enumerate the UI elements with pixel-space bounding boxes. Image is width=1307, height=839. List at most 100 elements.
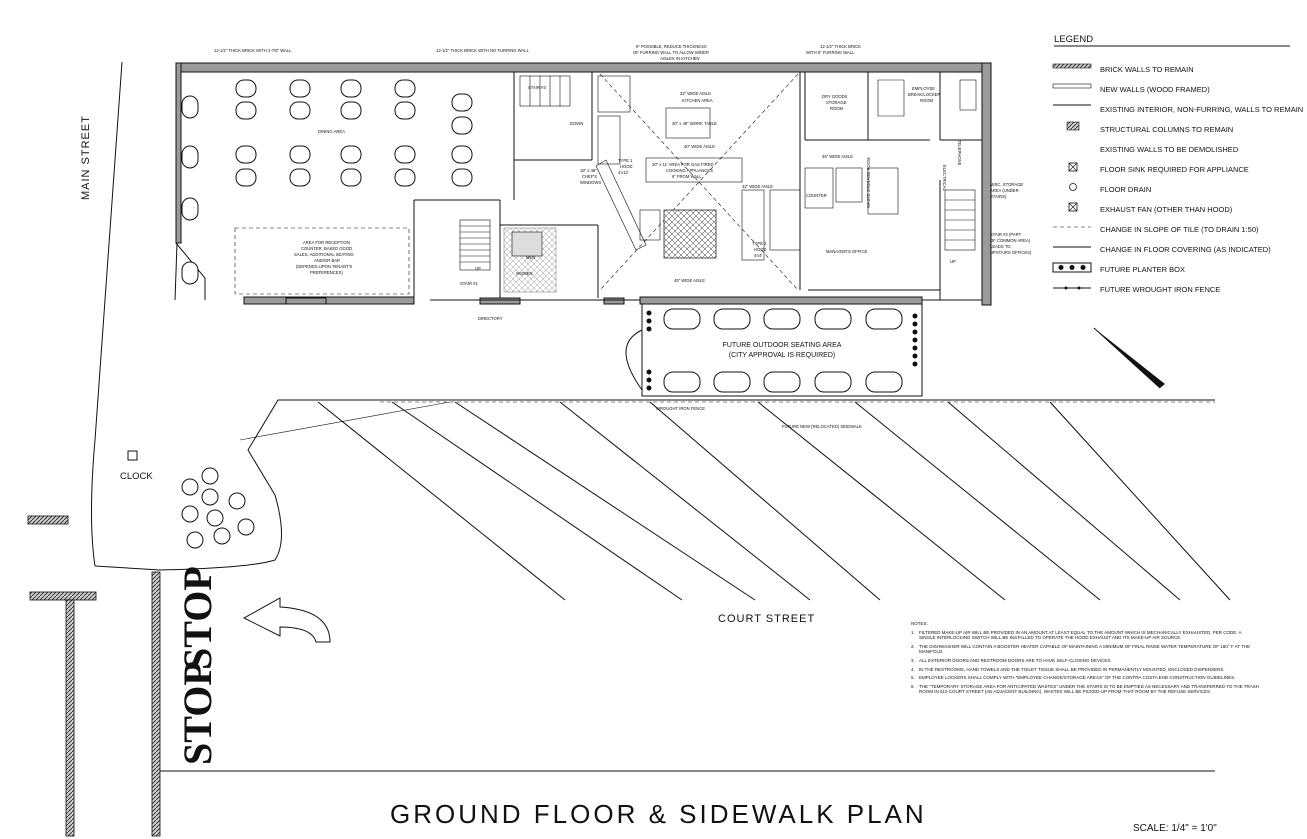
employee-label-2: BREAK/LOCKER bbox=[908, 92, 941, 97]
misc-storage-label-2: AREA (UNDER bbox=[990, 188, 1019, 193]
outdoor-seating bbox=[625, 303, 923, 397]
note-line: IN THE RESTROOMS, HAND TOWELS AND THE TO… bbox=[919, 666, 1225, 672]
legend-symbols bbox=[1052, 45, 1290, 290]
note-line: ROOM IN 610 COURT STREET (AN ADJACENT BU… bbox=[919, 689, 1212, 695]
up-label-1: UP bbox=[475, 266, 481, 271]
note-text: THE DISHWASHER WILL CONTAIN A BOOSTER HE… bbox=[919, 644, 1250, 655]
note-number: 3. bbox=[911, 657, 915, 663]
waste-storage-label: WASTE STORAGE ROOM bbox=[866, 157, 871, 208]
road-marking-stop-1: STOP bbox=[175, 566, 220, 670]
gas-area-label-2: COOKING APPLIANCES bbox=[666, 168, 713, 173]
note-number: 1. bbox=[911, 629, 915, 635]
reception-label-4: AND/OR BAR bbox=[314, 258, 340, 263]
wall-callout-c1: IF POSSIBLE, REDUCE THICKNESS bbox=[636, 44, 707, 49]
note-item: 4. IN THE RESTROOMS, HAND TOWELS AND THE … bbox=[911, 667, 1256, 673]
building bbox=[175, 62, 992, 306]
windows-label-3: WINDOWS bbox=[580, 180, 601, 185]
kitchen-area-label: KITCHEN AREA bbox=[682, 98, 713, 103]
planter-boxes bbox=[646, 310, 918, 391]
dining-area-label: DINING AREA bbox=[318, 129, 345, 134]
stair-1 bbox=[459, 219, 491, 271]
notes-heading: NOTES: bbox=[911, 621, 928, 626]
wall-callout-d1: 12-1/2" THICK BRICK bbox=[820, 44, 861, 49]
legend-title: LEGEND bbox=[1054, 34, 1094, 45]
misc-storage-label-1: MISC. STORAGE bbox=[990, 182, 1023, 187]
hood-1-label-a: TYPE 1 bbox=[618, 158, 633, 163]
outdoor-seating-label-1: FUTURE OUTDOOR SEATING AREA bbox=[723, 342, 842, 349]
note-line: FILTERED MAKE-UP AIR WILL BE PROVIDED IN… bbox=[919, 629, 1242, 635]
note-line: ALL EXTERIOR DOORS AND RESTROOM DOORS AR… bbox=[919, 657, 1112, 663]
dry-goods-label-1: DRY GOODS bbox=[822, 94, 848, 99]
dry-goods-label-3: ROOM bbox=[830, 106, 844, 111]
note-item: 1. FILTERED MAKE-UP AIR WILL BE PROVIDED … bbox=[911, 630, 1256, 641]
dry-goods-label-2: STORAGE bbox=[826, 100, 847, 105]
wrought-iron-callout: WROUGHT IRON FENCE bbox=[656, 406, 705, 411]
legend-item: FUTURE WROUGHT IRON FENCE bbox=[1100, 285, 1221, 294]
men-label: MEN bbox=[526, 255, 535, 260]
misc-storage-label-3: STAIRS) bbox=[990, 194, 1007, 199]
legend-item: EXISTING INTERIOR, NON-FURRING, WALLS TO… bbox=[1100, 105, 1304, 114]
note-line: THE "TEMPORARY STORAGE AREA FOR ANTICIPA… bbox=[919, 683, 1260, 689]
stair-3-label: STAIR #3 bbox=[528, 85, 547, 90]
new-sidewalk-callout: FUTURE NEW (RELOCATED) SIDEWALK bbox=[782, 424, 862, 429]
wall-callout-a: 12-1/2" THICK BRICK WITH 2-7/8" WALL bbox=[214, 48, 292, 53]
reception-label-1: AREA FOR RECEPTION bbox=[303, 240, 350, 245]
aisle-45-label-a: 45" WIDE AISLE bbox=[674, 278, 705, 283]
aisle-42-label: 42" WIDE AISLE bbox=[742, 184, 773, 189]
gas-area-label-1: 30" x 11' AREA FOR GAS FIRED bbox=[652, 162, 714, 167]
down-label: DOWN bbox=[570, 121, 583, 126]
legend-item: STRUCTURAL COLUMNS TO REMAIN bbox=[1100, 125, 1234, 134]
note-text: IN THE RESTROOMS, HAND TOWELS AND THE TO… bbox=[919, 667, 1225, 673]
dining-tables bbox=[181, 79, 473, 285]
legend-item: FUTURE PLANTER BOX bbox=[1100, 265, 1186, 274]
stair-3 bbox=[519, 75, 571, 107]
note-number: 6. bbox=[911, 683, 915, 689]
road-marking-stop-2: STOP bbox=[175, 661, 220, 765]
reception-label-5: (DEPENDS UPON TENANT'S bbox=[296, 264, 353, 269]
hood-2-label-a: TYPE 2 bbox=[752, 241, 767, 246]
stair-2-label-1: STAIR #2 (PART bbox=[990, 232, 1022, 237]
notes-list: 1. FILTERED MAKE-UP AIR WILL BE PROVIDED … bbox=[911, 630, 1260, 695]
note-line: MANIFOLD. bbox=[919, 649, 944, 655]
aisle-40-label: 40" WIDE AISLE bbox=[684, 144, 715, 149]
note-line: THE DISHWASHER WILL CONTAIN A BOOSTER HE… bbox=[919, 643, 1251, 649]
clock-label: CLOCK bbox=[120, 471, 153, 482]
planter-shrubs bbox=[181, 467, 255, 549]
note-number: 4. bbox=[911, 666, 915, 672]
windows-label-1: 18" x 48" bbox=[580, 168, 597, 173]
kitchen bbox=[595, 73, 977, 291]
site-linework bbox=[27, 61, 1231, 837]
employee-label-1: EMPLOYEE bbox=[912, 86, 935, 91]
wall-callout-c2: OF FURRING WALL TO ALLOW WIDER bbox=[633, 50, 709, 55]
note-line: EMPLOYEE LOCKERS SHALL COMPLY WITH "EMPL… bbox=[919, 675, 1236, 681]
reception-label-6: PREFERENCES) bbox=[310, 270, 343, 275]
legend-item: CHANGE IN SLOPE OF TILE (TO DRAIN 1:50) bbox=[1100, 225, 1259, 234]
clock-symbol bbox=[127, 450, 138, 461]
hood-2-label-b: HOOD bbox=[754, 247, 767, 252]
note-item: 5.EMPLOYEE LOCKERS SHALL COMPLY WITH "EM… bbox=[911, 675, 1256, 681]
hood-1-label-c: 4'x12' bbox=[618, 170, 629, 175]
counter-label: COUNTER bbox=[806, 193, 827, 198]
electrical-label: ELECTRICAL bbox=[942, 165, 947, 192]
court-street-label: COURT STREET bbox=[718, 613, 815, 625]
north-arrow-icon bbox=[1093, 327, 1165, 389]
drawing-scale: SCALE: 1/4" = 1'0" bbox=[1133, 823, 1217, 834]
note-text: FILTERED MAKE-UP AIR WILL BE PROVIDED IN… bbox=[919, 630, 1242, 641]
stair-2-label-3: LEADS TO bbox=[990, 244, 1011, 249]
wall-callout-b: 12-1/2" THICK BRICK WITH NO FURRING WALL bbox=[436, 48, 530, 53]
hood-1-label-b: HOOD bbox=[620, 164, 633, 169]
women-label: WOMEN bbox=[516, 271, 533, 276]
wall-callout-d2: WITH 5" FURRING WALL bbox=[806, 50, 855, 55]
notes: NOTES: 1. FILTERED MAKE-UP AIR WILL BE PR… bbox=[911, 621, 1260, 698]
legend-item: CHANGE IN FLOOR COVERING (AS INDICATED) bbox=[1100, 245, 1271, 254]
stair-2-label-4: UPSTAIRS OFFICES) bbox=[990, 250, 1032, 255]
aisle-45-label-b: 45" WIDE AISLE bbox=[822, 154, 853, 159]
work-table-label: 30" x 48" WORK TABLE bbox=[672, 121, 717, 126]
reception-label-2: COUNTER, BAKED GOOD bbox=[301, 246, 352, 251]
reception-label-3: SALES, ADDITIONAL SEATING bbox=[294, 252, 354, 257]
wall-callout-c3: AISLES IN KITCHEN bbox=[660, 56, 700, 61]
note-item: 6. THE "TEMPORARY STORAGE AREA FOR ANTICI… bbox=[911, 683, 1260, 695]
drawing-title: GROUND FLOOR & SIDEWALK PLAN bbox=[390, 799, 927, 829]
legend-item: BRICK WALLS TO REMAIN bbox=[1100, 65, 1194, 74]
